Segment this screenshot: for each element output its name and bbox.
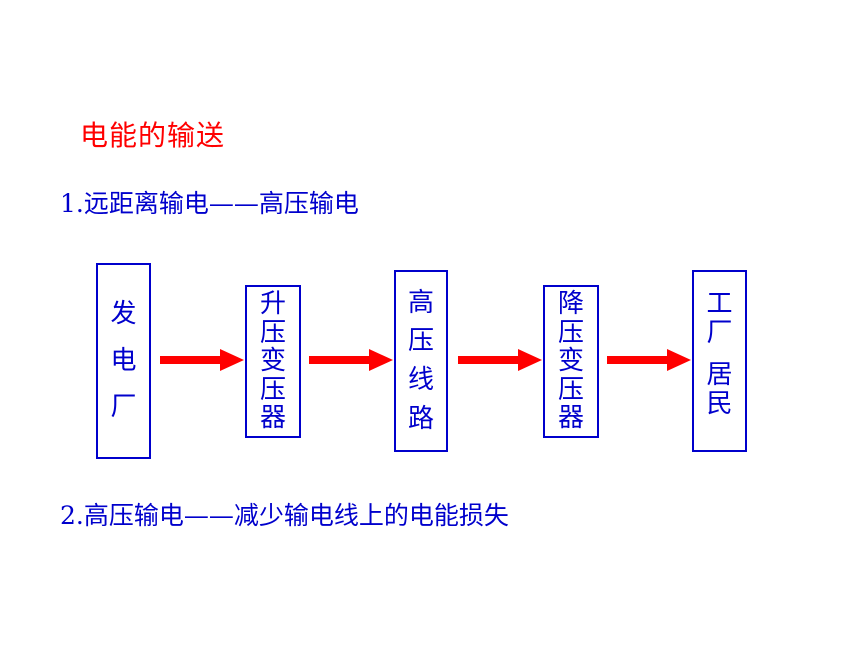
box-char: 压: [259, 317, 286, 348]
box-char: 升: [259, 289, 286, 320]
box-char: 降: [557, 289, 584, 320]
point-1-text: 1.远距离输电——高压输电: [60, 189, 359, 218]
box-char: 厂: [110, 392, 137, 423]
box-char: 厂: [706, 317, 733, 348]
box-char: 发: [110, 299, 137, 330]
box-char: 民: [706, 388, 733, 419]
high-voltage-line-box: 高 压 线 路: [394, 270, 448, 452]
box-char: 压: [407, 326, 434, 357]
box-char: 压: [259, 374, 286, 405]
box-char: 路: [407, 403, 434, 434]
box-char: 工: [706, 289, 733, 319]
box-char: 压: [557, 317, 584, 348]
box-char: 高: [407, 287, 434, 318]
arrow-3: [458, 349, 542, 371]
point-2-text: 2.高压输电——减少输电线上的电能损失: [60, 501, 509, 530]
box-char: 变: [259, 346, 286, 377]
arrow-4: [607, 349, 691, 371]
step-down-transformer-box: 降 压 变 压 器: [543, 285, 599, 438]
arrow-1: [160, 349, 244, 371]
power-plant-box: 发 电 厂: [96, 263, 151, 459]
box-char: 居: [706, 360, 733, 391]
arrow-2: [309, 349, 393, 371]
box-char: 压: [557, 374, 584, 405]
box-char: 变: [557, 346, 584, 377]
step-up-transformer-box: 升 压 变 压 器: [245, 285, 301, 438]
box-char: 电: [110, 345, 137, 376]
box-char: 线: [407, 365, 434, 395]
page-title: 电能的输送: [80, 119, 226, 152]
box-char: 器: [259, 403, 286, 434]
factory-residents-box: 工 厂 居 民: [692, 270, 747, 452]
box-char: 器: [557, 403, 584, 434]
